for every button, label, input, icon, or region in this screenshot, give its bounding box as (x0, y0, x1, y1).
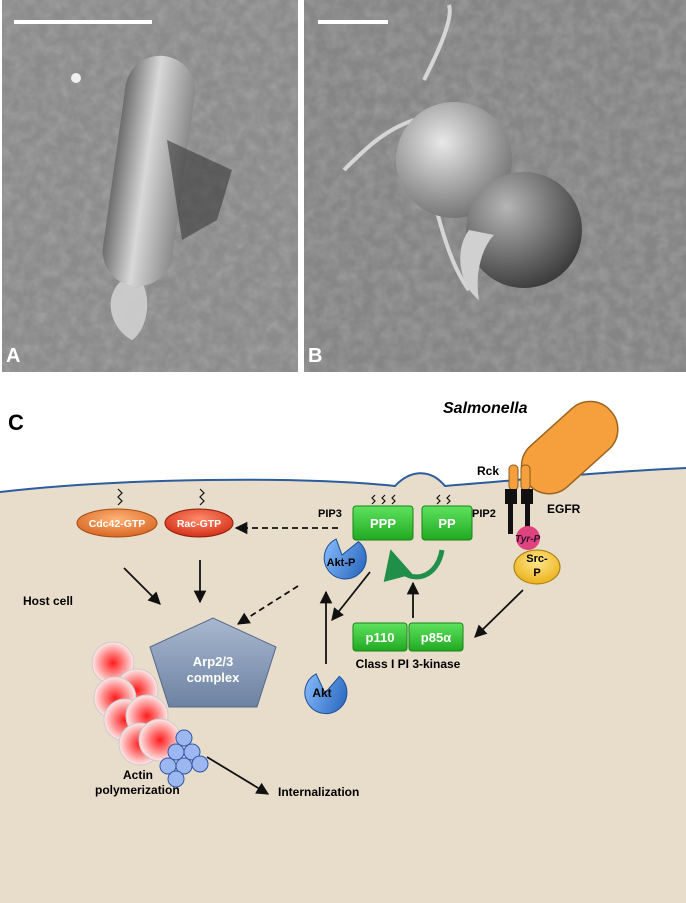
pip3-label: PIP3 (318, 508, 342, 520)
panel-label-b: B (308, 345, 323, 367)
arrow-aktp-arp (236, 585, 299, 625)
akt-pacman-icon: Akt (304, 673, 348, 715)
rck-label: Rck (477, 464, 499, 478)
ppp-box: PPP (352, 494, 414, 541)
micrograph-panel-b: B (304, 0, 686, 372)
src-p-label-1: Src- (526, 553, 548, 565)
p110-label: p110 (366, 630, 395, 645)
egfr-label: EGFR (547, 502, 581, 516)
micrograph-panel-a: A (2, 0, 298, 372)
panel-label-c: C (8, 410, 24, 435)
akt-p-label: Akt-P (327, 557, 356, 569)
panel-label-a: A (6, 345, 21, 367)
internalization-label: Internalization (278, 785, 359, 799)
arrow-src-pi3k (474, 589, 524, 638)
tyr-p-circle (516, 526, 540, 550)
pi3k-label: Class I PI 3-kinase (356, 657, 461, 671)
rac-gtp: Rac-GTP (164, 488, 234, 538)
p85-box (408, 622, 464, 652)
host-cell-label: Host cell (23, 594, 73, 608)
arrow-cdc42-arp (123, 567, 161, 605)
arrow-actin-internalization (206, 756, 270, 795)
arp-label-2: complex (187, 670, 241, 685)
conversion-arrow (383, 549, 445, 583)
pip2-label: PIP2 (472, 508, 496, 520)
src-p-oval (513, 549, 561, 585)
signaling-diagram: C Salmonella Rck EGFR Tyr-P Src- P Cdc42… (0, 380, 686, 903)
ppp-label: PPP (370, 516, 396, 531)
p110-box (352, 622, 408, 652)
receptor-icon (505, 464, 533, 544)
pp-label: PP (438, 516, 456, 531)
actin-label-1: Actin (123, 768, 153, 782)
micrograph-b (304, 0, 686, 372)
micrograph-a (2, 0, 298, 372)
src-p-label-2: P (533, 567, 540, 579)
arp-label-1: Arp2/3 (193, 654, 233, 669)
akt-p: Akt-P (323, 538, 367, 580)
akt-label: Akt (312, 686, 331, 700)
arrow-ppp-akt (331, 571, 371, 621)
cdc42-gtp: Cdc42-GTP (76, 488, 158, 538)
salmonella-label: Salmonella (443, 400, 528, 417)
tyr-p-label: Tyr-P (515, 534, 541, 545)
rac-label: Rac-GTP (177, 518, 221, 530)
actin-label-2: polymerization (95, 783, 180, 797)
p85-label: p85α (421, 630, 451, 645)
pp-box: PP (421, 494, 473, 541)
cdc42-label: Cdc42-GTP (89, 518, 146, 530)
actin-filament (91, 641, 182, 766)
arp-pentagon-icon (149, 617, 277, 708)
arp-subunits (159, 729, 209, 788)
